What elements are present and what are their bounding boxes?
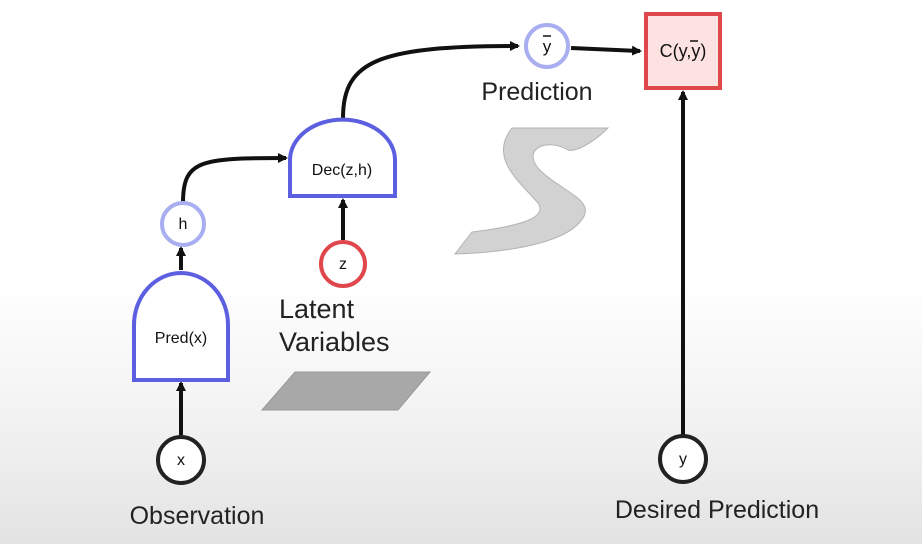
dec-module: Dec(z,h) xyxy=(288,117,397,198)
cost-label-part-2: y xyxy=(691,41,700,61)
y-node: y xyxy=(658,434,708,484)
decorative-ribbon-shape xyxy=(453,127,610,255)
h-node-label: h xyxy=(179,216,188,233)
cost-label-part-1: C(y, xyxy=(660,41,692,61)
ybar-node: y xyxy=(524,23,570,69)
pred-module: Pred(x) xyxy=(132,271,230,382)
h-node: h xyxy=(160,201,206,247)
cost-box-label: C(y,y) xyxy=(660,41,707,61)
desired-prediction-label: Desired Prediction xyxy=(615,496,819,524)
cost-label-part-3: ) xyxy=(700,41,706,61)
prediction-label: Prediction xyxy=(481,78,592,106)
z-node-label: z xyxy=(339,256,347,273)
edge-h-to-dec xyxy=(181,153,288,204)
dec-module-label: Dec(z,h) xyxy=(312,162,372,179)
x-node-label: x xyxy=(177,452,185,469)
edge-ybar-to-cost xyxy=(570,45,642,56)
edge-dec-to-ybar xyxy=(341,41,520,119)
decorative-parallelogram-shape xyxy=(260,371,432,411)
cost-box: C(y,y) xyxy=(644,12,722,90)
z-node: z xyxy=(319,240,367,288)
latent-variables-label-line1: Latent xyxy=(279,294,355,324)
y-node-label: y xyxy=(679,451,687,468)
latent-variables-label-line2: Variables xyxy=(279,327,390,357)
ybar-node-label: y xyxy=(543,37,552,56)
pred-module-label: Pred(x) xyxy=(155,330,207,347)
observation-label: Observation xyxy=(130,502,265,530)
x-node: x xyxy=(156,435,206,485)
